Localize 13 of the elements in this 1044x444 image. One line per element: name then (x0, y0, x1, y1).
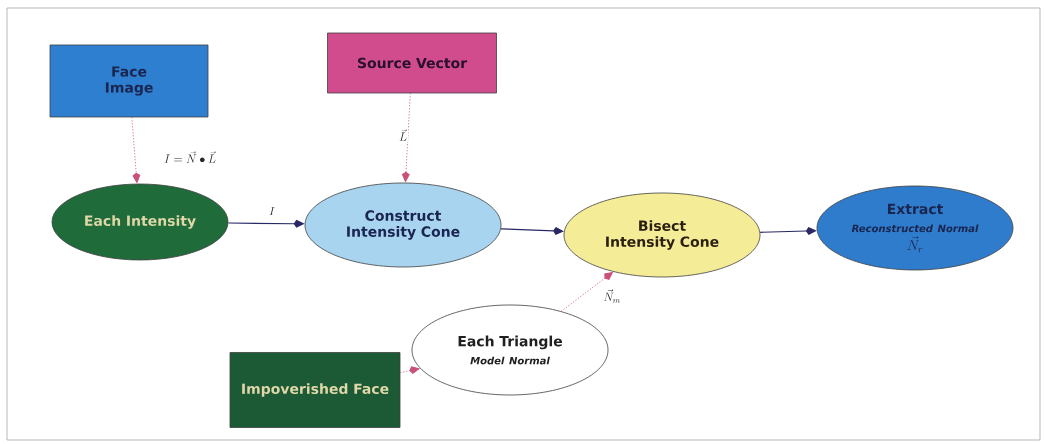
arrow (560, 272, 613, 312)
arrow (759, 226, 817, 235)
process-box: Impoverished Face (229, 352, 401, 428)
edge-label: $\vec{L}$ (399, 129, 407, 141)
arrow (401, 92, 411, 182)
arrow (500, 226, 564, 235)
edge-label: $\vec{N}_{m}$ (603, 289, 620, 303)
process-box: Source Vector (327, 32, 497, 94)
arrow (399, 366, 420, 374)
arrow (131, 116, 141, 183)
edge-label: $I$ (269, 206, 275, 216)
edge-label: $I = \vec{N} \bullet \vec{L}$ (164, 151, 216, 163)
process-box: Face Image (49, 44, 209, 118)
